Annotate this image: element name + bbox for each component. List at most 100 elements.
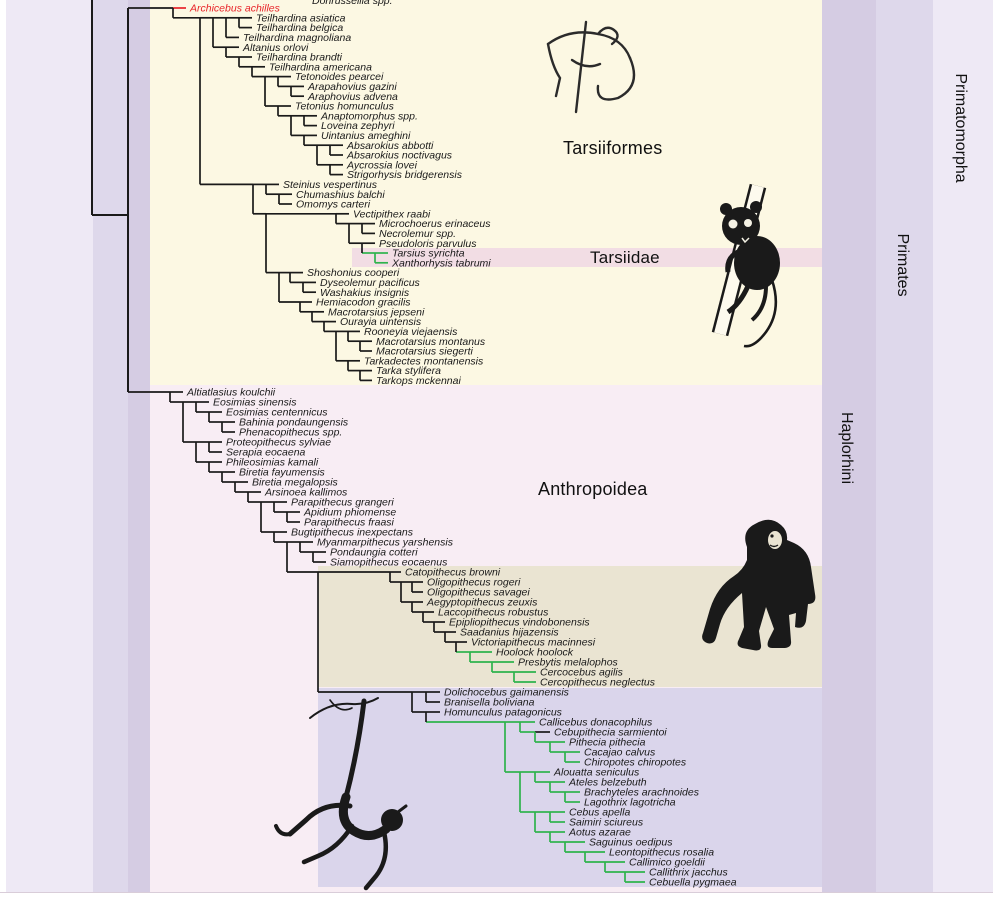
taxon-label: Teilhardina americana <box>269 61 372 73</box>
taxon-label: Lagothrix lagotricha <box>584 797 676 809</box>
taxon-label: Macrotarsius siegerti <box>376 346 474 358</box>
taxon-label: Dyseolemur pacificus <box>320 277 421 289</box>
omomyid-line-drawing <box>546 20 636 114</box>
taxon-label: Macrotarsius jepseni <box>328 306 425 318</box>
taxon-label: Cebus apella <box>569 807 630 819</box>
taxon-label: Bahinia pondaungensis <box>239 417 349 429</box>
taxon-label: Omomys carteri <box>296 199 371 211</box>
taxon-label: Aycrossia lovei <box>346 159 418 171</box>
taxon-label: Uintanius ameghini <box>321 130 411 142</box>
tarsiiformes-box <box>150 0 822 385</box>
taxon-label: Presbytis melalophos <box>518 657 619 669</box>
taxon-label: Tarsius syrichta <box>392 248 465 260</box>
taxon-label: Serapia eocaena <box>226 447 306 459</box>
taxon-label: Tarka stylifera <box>376 365 441 377</box>
taxon-label: Chiropotes chiropotes <box>584 757 687 769</box>
primatomorpha-label: Primatomorpha <box>952 73 969 183</box>
taxon-label: Pseudoloris parvulus <box>379 238 477 250</box>
taxon-label: Eosimias centennicus <box>226 407 328 419</box>
taxon-label: Saadanius hijazensis <box>460 627 559 639</box>
taxon-label: Oligopithecus savagei <box>427 587 530 599</box>
taxon-label: Aotus azarae <box>568 827 631 839</box>
taxon-label: Donrussellia spp. <box>312 0 393 7</box>
primates-label: Primates <box>894 233 911 297</box>
taxon-label: Absarokius noctivagus <box>346 150 453 162</box>
taxon-label: Anaptomorphus spp. <box>320 110 418 122</box>
taxon-label: Catopithecus browni <box>405 567 501 579</box>
taxon-label: Altanius orlovi <box>242 42 309 54</box>
taxon-label: Bugtipithecus inexpectans <box>291 527 414 539</box>
tarsier-silhouette <box>711 183 780 348</box>
taxon-label: Callithrix jacchus <box>649 867 729 879</box>
taxon-label: Macrotarsius montanus <box>376 336 486 348</box>
taxon-label: Teilhardina belgica <box>256 22 343 34</box>
tarsiidae-band <box>352 248 822 267</box>
taxon-label: Aegyptopithecus zeuxis <box>426 597 538 609</box>
figure-bottom-rule <box>0 892 993 893</box>
taxon-label: Saguinus oedipus <box>589 837 673 849</box>
taxon-label: Myanmarpithecus yarshensis <box>317 537 454 549</box>
spider-monkey-silhouette <box>274 697 408 891</box>
taxon-label: Ourayia uintensis <box>340 316 422 328</box>
taxon-label: Loveina zephyri <box>321 120 395 132</box>
taxon-label: Biretia fayumensis <box>239 467 326 479</box>
taxon-label: Cebuella pygmaea <box>649 877 737 889</box>
taxon-label: Tetonius homunculus <box>295 101 395 113</box>
taxon-label: Cebupithecia sarmientoi <box>554 727 667 739</box>
taxon-label: Victoriapithecus macinnesi <box>471 637 596 649</box>
taxon-label: Vectipithex raabi <box>353 208 431 220</box>
taxon-label: Teilhardina magnoliana <box>243 32 351 44</box>
taxon-label: Saimiri sciureus <box>569 817 644 829</box>
taxon-label: Teilhardina asiatica <box>256 12 346 24</box>
taxon-label: Altiatlasius koulchii <box>186 387 276 399</box>
tarsiidae-label: Tarsiidae <box>590 248 660 267</box>
taxon-label: Callimico goeldii <box>629 857 706 869</box>
taxon-label: Shoshonius cooperi <box>307 267 400 279</box>
taxon-label: Dolichocebus gaimanensis <box>444 687 570 699</box>
taxon-label: Parapithecus grangeri <box>291 497 394 509</box>
haplorhini-label: Haplorhini <box>838 411 855 485</box>
taxon-label: Laccopithecus robustus <box>438 607 549 619</box>
taxon-label: Alouatta seniculus <box>553 767 640 779</box>
taxon-label: Hoolock hoolock <box>496 647 574 659</box>
taxon-label: Cacajao calvus <box>584 747 656 759</box>
taxon-label: Siamopithecus eocaenus <box>330 557 448 569</box>
taxon-label: Xanthorhysis tabrumi <box>391 257 491 269</box>
platyrrhini-box <box>318 688 822 887</box>
taxon-label: Steinius vespertinus <box>283 179 378 191</box>
taxon-label: Chumashius balchi <box>296 189 385 201</box>
taxon-label: Callicebus donacophilus <box>539 717 653 729</box>
anthropoidea-label: Anthropoidea <box>538 479 648 499</box>
taxon-label: Hemiacodon gracilis <box>316 297 411 309</box>
taxon-label: Ateles belzebuth <box>568 777 647 789</box>
taxon-label: Pithecia pithecia <box>569 737 646 749</box>
tarsiiformes-label: Tarsiiformes <box>563 138 663 158</box>
taxon-label: Arapahovius gazini <box>307 81 397 93</box>
taxon-label: Microchoerus erinaceus <box>379 218 491 230</box>
taxon-label: Leontopithecus rosalia <box>609 847 714 859</box>
taxon-label: Parapithecus fraasi <box>304 517 395 529</box>
taxon-label: Teilhardina brandti <box>256 52 343 64</box>
taxon-label: Phenacopithecus spp. <box>239 427 342 439</box>
taxon-label: Branisella boliviana <box>444 697 535 709</box>
taxon-label: Proteopithecus sylviae <box>226 437 331 449</box>
taxon-label: Arsinoea kallimos <box>264 487 348 499</box>
taxon-label: Homunculus patagonicus <box>444 707 563 719</box>
taxon-label: Tarkops mckennai <box>376 375 461 387</box>
taxon-label: Tarkadectes montanensis <box>364 355 484 367</box>
taxon-label: Apidium phiomense <box>303 507 396 519</box>
taxon-label: Archicebus achilles <box>189 3 281 15</box>
taxon-label: Biretia megalopsis <box>252 477 339 489</box>
taxon-label: Cercocebus agilis <box>540 667 624 679</box>
taxon-label: Tetonoides pearcei <box>295 71 384 83</box>
taxon-label: Phileosimias kamali <box>226 457 319 469</box>
taxon-label: Rooneyia viejaensis <box>364 326 458 338</box>
taxon-label: Absarokius abbotti <box>346 140 434 152</box>
taxon-label: Eosimias sinensis <box>213 397 297 409</box>
chimpanzee-silhouette <box>702 519 816 651</box>
taxon-label: Epipliopithecus vindobonensis <box>449 617 590 629</box>
taxon-label: Strigorhysis bridgerensis <box>347 169 463 181</box>
